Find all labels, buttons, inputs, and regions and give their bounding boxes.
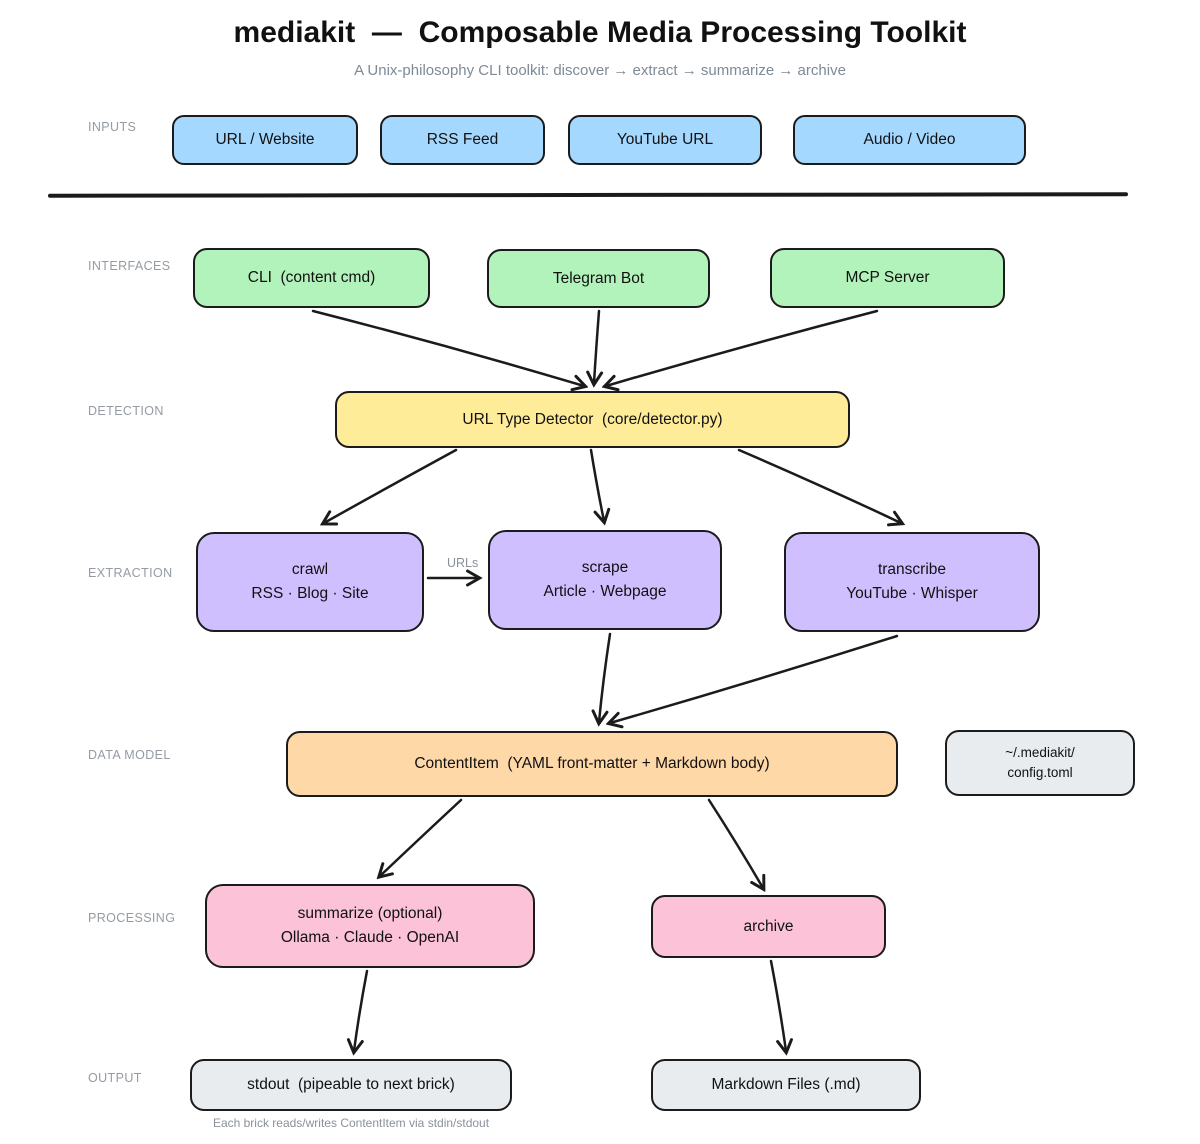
node-label: scrape [581, 559, 629, 576]
node-config-file: ~/.mediakit/ config.toml [945, 730, 1135, 796]
node-label: transcribe [877, 561, 947, 578]
node-sublabel: Article · Webpage [543, 583, 667, 600]
row-label-interfaces: INTERFACES [88, 259, 171, 273]
section-divider-line [47, 192, 1129, 198]
node-label: RSS Feed [426, 131, 499, 148]
diagram-footnote: Each brick reads/writes ContentItem via … [212, 1116, 490, 1130]
arrow-summarize-to-stdout [354, 969, 369, 1051]
arrow-contentitem-to-archive [707, 798, 763, 888]
arrow-transcribe-to-contentitem [610, 634, 899, 723]
node-label: Audio / Video [863, 131, 956, 148]
node-output-markdown-files: Markdown Files (.md) [651, 1059, 921, 1111]
node-processing-summarize: summarize (optional) Ollama · Claude · O… [205, 884, 535, 968]
node-input-audio-video: Audio / Video [793, 115, 1026, 165]
node-input-url-website: URL / Website [172, 115, 358, 165]
row-label-output: OUTPUT [88, 1071, 142, 1085]
node-label: MCP Server [845, 269, 930, 286]
node-label: YouTube URL [616, 131, 714, 148]
node-processing-archive: archive [651, 895, 886, 958]
edge-label-urls: URLs [447, 556, 479, 570]
node-extraction-transcribe: transcribe YouTube · Whisper [784, 532, 1040, 632]
node-label-line2: config.toml [1007, 765, 1073, 780]
node-label: Telegram Bot [552, 269, 645, 287]
node-label: URL / Website [215, 131, 315, 148]
node-label: ContentItem (YAML front-matter + Markdow… [414, 755, 770, 772]
arrow-cli-to-detector [311, 309, 584, 386]
arrow-detector-to-scrape [589, 448, 604, 521]
node-sublabel: Ollama · Claude · OpenAI [280, 929, 460, 946]
node-interface-cli: CLI (content cmd) [193, 248, 430, 308]
node-label-line1: ~/.mediakit/ [1005, 745, 1075, 760]
node-output-stdout: stdout (pipeable to next brick) [190, 1059, 512, 1111]
node-input-rss-feed: RSS Feed [380, 115, 545, 165]
node-sublabel: YouTube · Whisper [846, 585, 978, 602]
arrow-mcp-to-detector [606, 309, 879, 386]
diagram-subtitle: A Unix-philosophy CLI toolkit: discover … [354, 62, 846, 79]
node-label: Markdown Files (.md) [711, 1076, 861, 1093]
node-sublabel: RSS · Blog · Site [251, 585, 369, 602]
node-interface-telegram-bot: Telegram Bot [487, 249, 710, 308]
node-content-item: ContentItem (YAML front-matter + Markdow… [286, 731, 898, 797]
row-label-inputs: INPUTS [88, 120, 137, 134]
node-extraction-crawl: crawl RSS · Blog · Site [196, 532, 424, 632]
arrow-detector-to-crawl [324, 448, 458, 523]
node-label: summarize (optional) [297, 905, 443, 922]
arrow-scrape-to-contentitem [599, 632, 612, 722]
arrow-contentitem-to-summarize [380, 798, 463, 876]
node-label: CLI (content cmd) [247, 269, 376, 286]
arrow-telegram-to-detector [594, 309, 599, 383]
row-label-extraction: EXTRACTION [88, 566, 173, 580]
node-label: archive [743, 917, 794, 935]
node-extraction-scrape: scrape Article · Webpage [488, 530, 722, 630]
arrow-archive-to-markdown [769, 959, 786, 1051]
diagram-title: mediakit — Composable Media Processing T… [233, 16, 967, 49]
row-label-processing: PROCESSING [88, 911, 176, 925]
node-interface-mcp-server: MCP Server [770, 248, 1005, 308]
row-label-detection: DETECTION [88, 404, 164, 418]
node-label: crawl [291, 561, 329, 578]
node-label: URL Type Detector (core/detector.py) [462, 410, 723, 428]
node-label: stdout (pipeable to next brick) [247, 1076, 455, 1093]
node-url-type-detector: URL Type Detector (core/detector.py) [335, 391, 850, 448]
arrow-detector-to-transcribe [737, 448, 901, 523]
node-input-youtube-url: YouTube URL [568, 115, 762, 165]
row-label-data-model: DATA MODEL [88, 748, 171, 762]
